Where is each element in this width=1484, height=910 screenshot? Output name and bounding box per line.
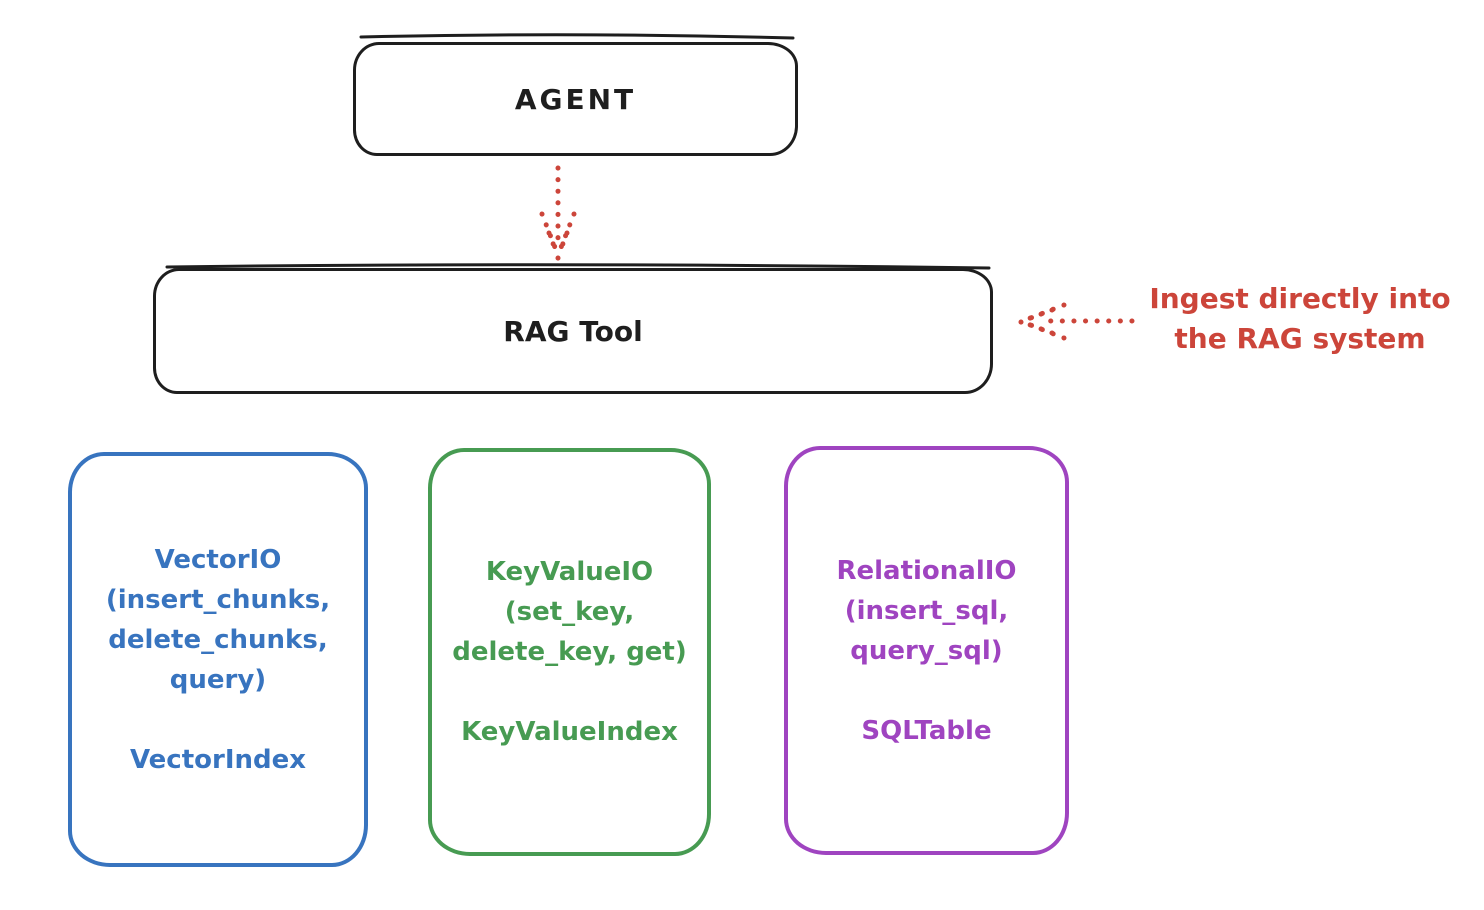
keyvalue-io-box: KeyValueIO (set_key, delete_key, get) Ke… [428,448,711,856]
keyvalue-io-text: KeyValueIO (set_key, delete_key, get) Ke… [432,552,707,752]
relational-io-methods-line2: query_sql) [850,635,1003,666]
ingest-arrow [1018,302,1135,341]
vector-io-text: VectorIO (insert_chunks, delete_chunks, … [72,540,364,780]
vector-io-methods-line1: (insert_chunks, [105,584,331,615]
agent-box-overstroke [359,33,795,40]
spacer [788,671,1065,711]
vector-io-box: VectorIO (insert_chunks, delete_chunks, … [68,452,368,867]
keyvalue-io-methods-line1: (set_key, [504,597,635,627]
spacer [72,700,364,740]
relational-io-box: RelationalIO (insert_sql, query_sql) SQL… [784,446,1069,855]
ingest-annotation-line2: the RAG system [1174,322,1426,355]
vector-io-title: VectorIO [154,544,282,575]
keyvalue-io-methods-line2: delete_key, get) [452,637,687,667]
vector-io-methods-line3: query) [169,664,267,695]
agent-to-ragtool-arrow [539,165,577,261]
ingest-annotation: Ingest directly into the RAG system [1128,279,1472,359]
spacer [432,672,707,712]
relational-io-title: RelationalIO [836,555,1017,586]
relational-io-methods-line1: (insert_sql, [844,595,1009,626]
agent-label: AGENT [514,82,637,116]
agent-box: AGENT [353,42,798,156]
vector-io-methods-line2: delete_chunks, [108,624,328,655]
vector-index-label: VectorIndex [129,744,307,775]
rag-tool-box: RAG Tool [153,268,993,394]
keyvalue-io-title: KeyValueIO [485,557,654,587]
sql-table-label: SQLTable [861,715,992,746]
rag-tool-label: RAG Tool [503,314,643,348]
relational-io-text: RelationalIO (insert_sql, query_sql) SQL… [788,551,1065,751]
ingest-annotation-line1: Ingest directly into [1149,282,1451,315]
keyvalue-index-label: KeyValueIndex [461,717,678,747]
